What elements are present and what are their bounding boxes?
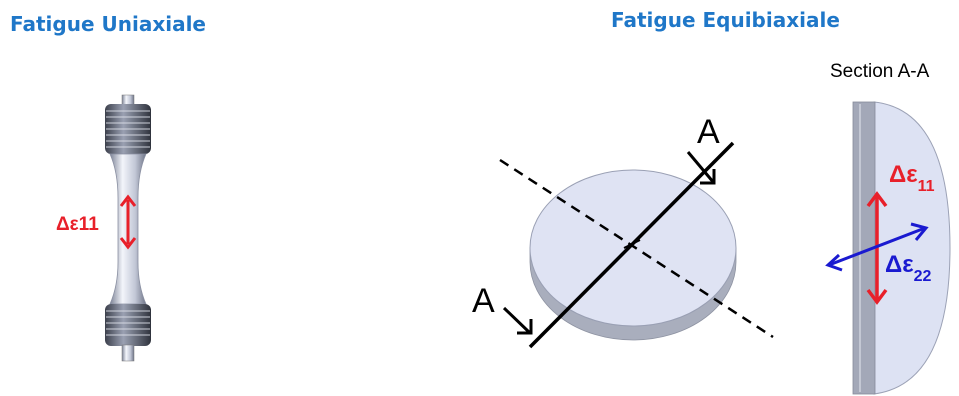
section-view [852, 101, 951, 395]
cut-arrow-bottom [502, 306, 533, 335]
section-label: Section A-A [830, 61, 930, 82]
uniaxial-title: Fatigue Uniaxiale [10, 12, 206, 36]
cut-label-top: A [697, 113, 720, 151]
uniaxial-strain-arrow [119, 194, 137, 250]
strain-22-arrow [825, 222, 929, 272]
equibiaxial-title: Fatigue Equibiaxiale [611, 8, 840, 32]
strain-22-label: Δε22 [885, 251, 932, 285]
uniaxial-strain-label: Δε11 [56, 214, 99, 235]
strain-11-label: Δε11 [889, 161, 935, 195]
dashed-axis-line [499, 158, 774, 339]
center-tick [623, 239, 641, 249]
disc-specimen [529, 169, 737, 341]
cut-label-bottom: A [472, 282, 495, 320]
cut-arrow-top [686, 151, 716, 185]
